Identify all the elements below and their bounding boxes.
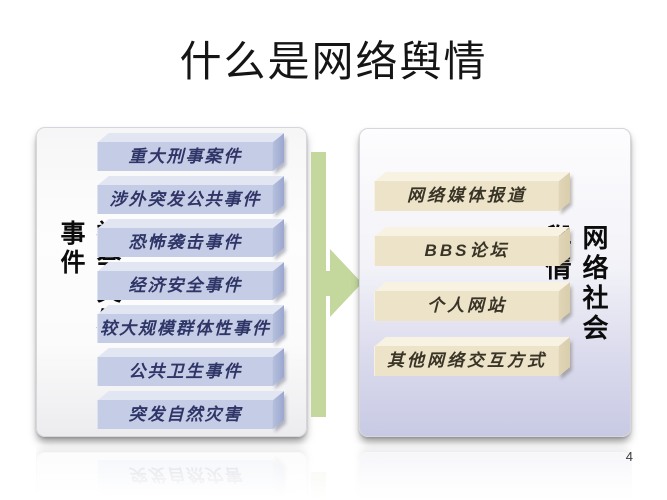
list-item: 个人网站 xyxy=(374,291,559,321)
right-arrow-icon xyxy=(311,152,362,417)
right-panel-network-opinion: 网络社会舆情 网络媒体报道 BBS论坛 个人网站 其他网络交互方式 xyxy=(359,128,631,437)
list-item: 恐怖袭击事件 xyxy=(97,228,273,257)
slide-title: 什么是网络舆情 xyxy=(179,38,488,85)
page-number: 4 xyxy=(625,449,633,464)
diagram: 社会突发事件 重大刑事案件 涉外突发公共事件 恐怖袭击事件 经济安全事件 较大规… xyxy=(36,446,632,500)
list-item: 突发自然灾害 xyxy=(97,400,273,429)
list-item: 较大规模群体性事件 xyxy=(97,314,273,343)
list-item: 公共卫生事件 xyxy=(97,357,273,386)
list-item: 涉外突发公共事件 xyxy=(97,185,273,214)
list-item: 网络媒体报道 xyxy=(374,181,559,211)
list-item: BBS论坛 xyxy=(374,236,559,266)
list-item: 重大刑事案件 xyxy=(97,142,273,171)
list-item: 其他网络交互方式 xyxy=(374,346,559,376)
left-panel-social-events: 社会突发事件 重大刑事案件 涉外突发公共事件 恐怖袭击事件 经济安全事件 较大规… xyxy=(36,127,307,437)
list-item: 经济安全事件 xyxy=(97,271,273,300)
diagram: 社会突发事件 重大刑事案件 涉外突发公共事件 恐怖袭击事件 经济安全事件 较大规… xyxy=(36,125,632,443)
diagram-reflection: 社会突发事件 重大刑事案件 涉外突发公共事件 恐怖袭击事件 经济安全事件 较大规… xyxy=(36,446,632,500)
